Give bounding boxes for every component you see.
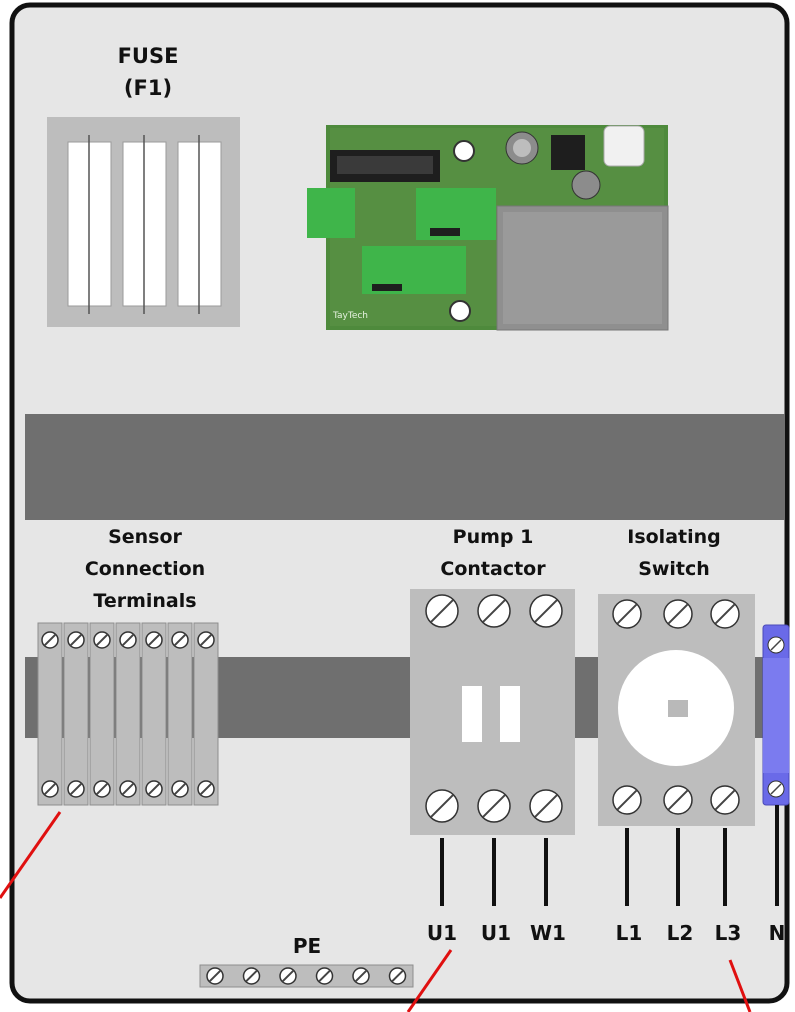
sensor-terminal-block xyxy=(37,622,219,806)
sensor-terminal xyxy=(193,622,219,806)
sensor-terminal xyxy=(63,622,89,806)
terminal-screw[interactable] xyxy=(41,780,59,798)
isolator-screw[interactable] xyxy=(710,599,740,629)
pe-terminal-screw[interactable] xyxy=(315,967,334,985)
contactor-screw[interactable] xyxy=(477,594,511,628)
terminal-screw[interactable] xyxy=(119,631,137,649)
pcb-brand-text: TayTech xyxy=(332,311,368,321)
pe-terminal-screw[interactable] xyxy=(388,967,407,985)
isolator-screw[interactable] xyxy=(663,785,693,815)
output-wires xyxy=(440,805,779,906)
contactor-screw[interactable] xyxy=(529,594,563,628)
wire-label-u1-b: U1 xyxy=(480,921,512,945)
neutral-terminal xyxy=(762,624,790,806)
sensor-label-line-1: Sensor xyxy=(108,526,182,548)
wire-label-l3: L3 xyxy=(714,921,742,945)
sensor-label-line-3: Terminals xyxy=(93,590,197,612)
pe-earth-bar xyxy=(199,964,414,988)
pcb-connector xyxy=(307,188,355,238)
wire-label-l1: L1 xyxy=(615,921,643,945)
wire-label-l2: L2 xyxy=(666,921,694,945)
terminal-screw[interactable] xyxy=(145,631,163,649)
pe-terminal-screw[interactable] xyxy=(279,967,297,985)
pointer-lines xyxy=(0,811,752,1012)
isolator-screw[interactable] xyxy=(663,599,693,629)
fuse-reference: (F1) xyxy=(123,76,173,100)
wire-label-n: N xyxy=(768,921,786,945)
sensor-terminal xyxy=(37,622,63,806)
pump-contactor xyxy=(410,589,575,835)
fuse-block xyxy=(47,117,240,327)
pe-label: PE xyxy=(292,934,322,958)
sensor-terminal xyxy=(115,622,141,806)
contactor-screw[interactable] xyxy=(425,789,459,823)
sensor-terminal xyxy=(89,622,115,806)
contactor-screw[interactable] xyxy=(529,789,563,823)
isolator-screw[interactable] xyxy=(612,785,642,815)
isolator-screw[interactable] xyxy=(612,599,642,629)
isolator-label-line-1: Isolating xyxy=(627,526,721,548)
terminal-screw[interactable] xyxy=(119,780,137,798)
wire-label-w1: W1 xyxy=(530,921,566,945)
terminal-screw[interactable] xyxy=(41,631,59,649)
contactor-screw[interactable] xyxy=(425,594,459,628)
pe-terminal-screw[interactable] xyxy=(206,967,224,985)
sensor-terminal xyxy=(167,622,193,806)
terminal-screw[interactable] xyxy=(171,780,189,798)
sensor-terminal xyxy=(141,622,167,806)
terminal-screw[interactable] xyxy=(67,780,85,798)
contactor-screw[interactable] xyxy=(477,789,511,823)
terminal-screw[interactable] xyxy=(197,780,215,798)
contactor-label-line-1: Pump 1 xyxy=(452,526,534,548)
wire-label-u1-a: U1 xyxy=(426,921,458,945)
terminal-screw[interactable] xyxy=(171,631,189,649)
terminal-screw[interactable] xyxy=(145,780,163,798)
terminal-screw[interactable] xyxy=(197,631,215,649)
fuse-title: FUSE xyxy=(117,44,179,68)
isolating-switch xyxy=(598,594,755,826)
terminal-screw[interactable] xyxy=(93,780,111,798)
pcb-board: TayTech xyxy=(307,125,669,331)
cable-trunking xyxy=(25,414,785,520)
pe-terminal-screw[interactable] xyxy=(352,967,370,985)
sensor-label-line-2: Connection xyxy=(84,558,206,580)
isolator-screw[interactable] xyxy=(710,785,740,815)
isolator-label-line-2: Switch xyxy=(638,558,710,580)
terminal-screw[interactable] xyxy=(93,631,111,649)
terminal-screw[interactable] xyxy=(67,631,85,649)
contactor-label-line-2: Contactor xyxy=(440,558,546,580)
pe-terminal-screw[interactable] xyxy=(242,967,261,985)
